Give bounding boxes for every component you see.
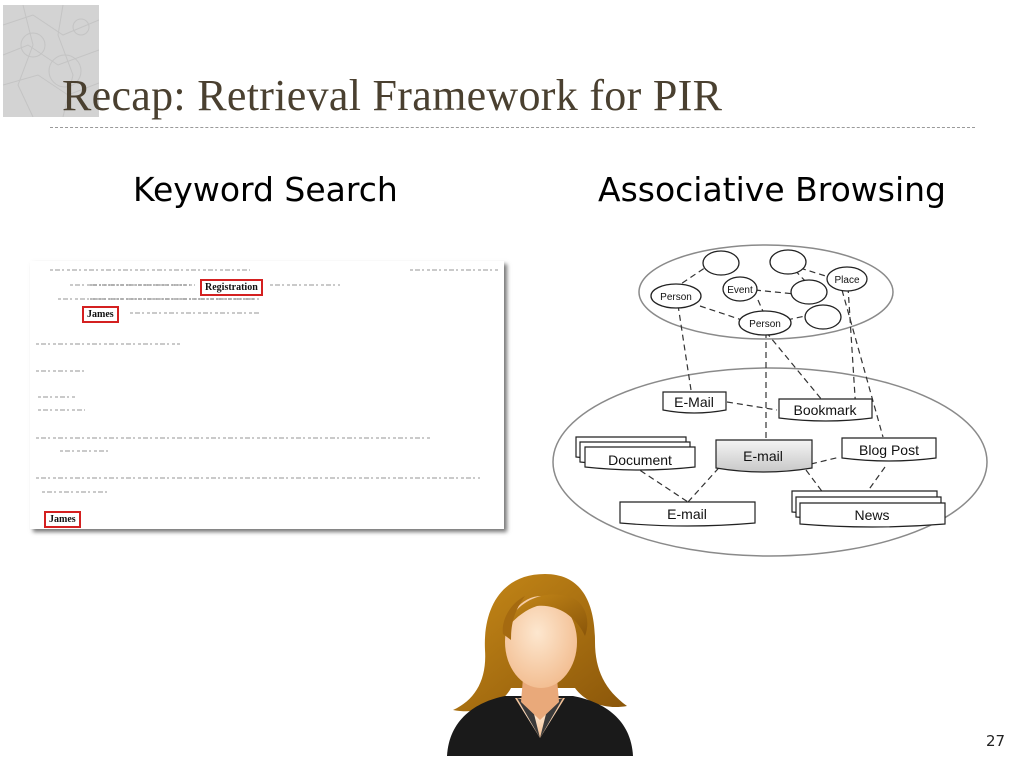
email-bottom-label: E-mail (667, 506, 707, 522)
email-top-label: E-Mail (674, 394, 714, 410)
highlight-registration: Registration (200, 279, 263, 296)
email-center-label: E-mail (743, 448, 783, 464)
highlight-james-bottom: James (44, 511, 81, 528)
bookmark-doc (778, 398, 873, 422)
concept-node (804, 304, 842, 330)
bookmark-label: Bookmark (793, 402, 857, 418)
associative-browsing-diagram: Place Event Person Person E-Mail Bookmar… (552, 244, 988, 557)
concept-node (769, 249, 807, 275)
document-scribble-text (36, 269, 500, 493)
document-doc (584, 446, 696, 471)
search-result-document: Registration James James (30, 261, 504, 529)
email-top-doc (662, 391, 727, 414)
news-label: News (854, 507, 889, 523)
corner-decoration (3, 5, 99, 117)
concept-person-label: Person (660, 292, 692, 303)
page-number: 27 (986, 732, 1006, 750)
blog-post-label: Blog Post (859, 442, 919, 458)
highlight-james-top: James (82, 306, 119, 323)
concept-place-node (826, 266, 868, 292)
blog-post-doc (841, 437, 937, 462)
news-doc (799, 502, 946, 528)
keyword-search-heading: Keyword Search (133, 170, 398, 209)
user-avatar-icon (447, 574, 633, 756)
title-divider (50, 127, 975, 128)
concept-person-node (738, 310, 792, 336)
concept-place-label: Place (834, 275, 859, 286)
concept-node (790, 279, 828, 305)
email-center-doc (715, 439, 813, 473)
slide-title: Recap: Retrieval Framework for PIR (62, 71, 723, 120)
concept-person-node (650, 283, 702, 309)
concept-node (702, 250, 740, 276)
document-label: Document (608, 452, 672, 468)
email-bottom-doc (619, 501, 756, 527)
concept-event-label: Event (727, 285, 753, 296)
concept-event-node (722, 276, 758, 302)
associative-browsing-heading: Associative Browsing (598, 170, 946, 209)
concept-person-label: Person (749, 319, 781, 330)
